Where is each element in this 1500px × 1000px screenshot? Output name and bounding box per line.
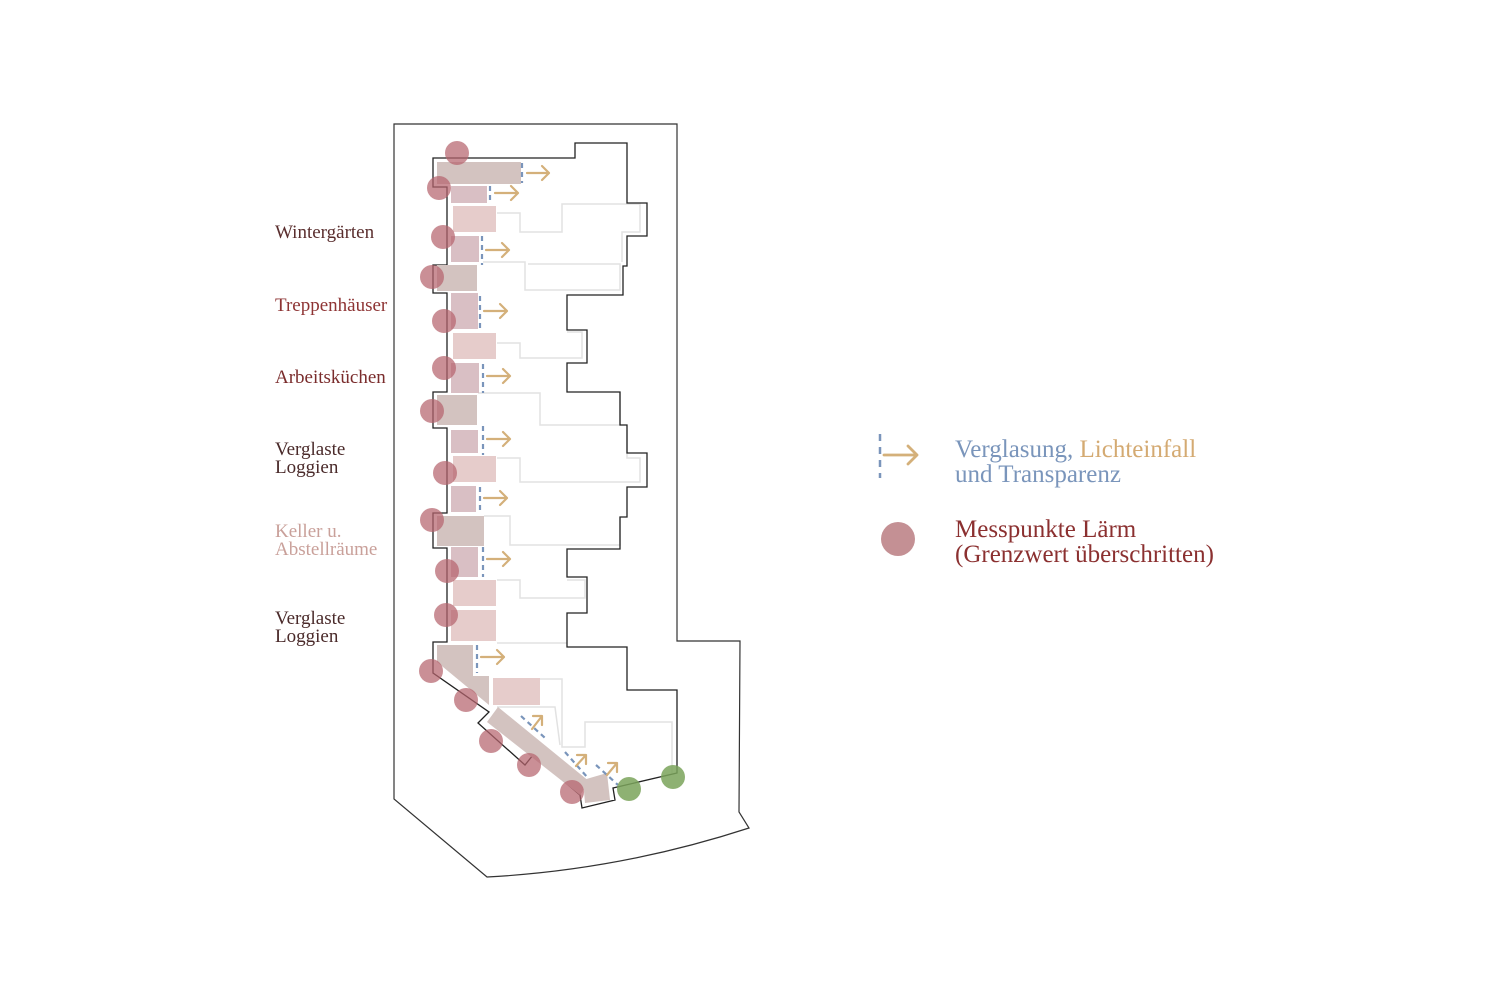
legend-glazing-text: Verglasung,: [955, 436, 1074, 463]
arrow-right-icon: [482, 302, 509, 320]
label-line: Loggien: [275, 626, 339, 647]
label-verglaste-loggien-2: Verglaste Loggien: [275, 608, 346, 647]
legend-glazing-line2: und Transparenz: [955, 461, 1121, 488]
zone-treppenhaus: [451, 186, 487, 203]
noise-point: [434, 603, 458, 627]
arrow-right-icon: [482, 489, 509, 507]
noise-point: [517, 753, 541, 777]
noise-point: [420, 399, 444, 423]
zone-keller: [437, 516, 484, 546]
zone-keller: [487, 707, 590, 795]
arrow-right-icon: [525, 164, 551, 182]
label-wintergaerten: Wintergärten: [275, 222, 375, 243]
noise-point: [445, 141, 469, 165]
arrow-right-icon: [484, 241, 511, 259]
noise-point: [420, 508, 444, 532]
zone-keller: [583, 773, 610, 803]
building-outline: [432, 142, 678, 809]
noise-point: [420, 265, 444, 289]
apartment-outlines: [478, 203, 673, 773]
legend-noise-line2: (Grenzwert überschritten): [955, 541, 1214, 568]
noise-point: [433, 461, 457, 485]
site-boundary: [393, 123, 750, 878]
label-arbeitskuechen: Arbeitsküchen: [275, 367, 386, 388]
arrow-right-icon: [493, 184, 520, 202]
arrow-right-icon: [485, 430, 512, 448]
arrow-diagonal-icon: [530, 714, 544, 731]
label-treppenhaeuser: Treppenhäuser: [275, 295, 388, 316]
quiet-point: [661, 765, 685, 789]
glazing-markers: [475, 163, 619, 786]
noise-point: [431, 225, 455, 249]
noise-point: [435, 559, 459, 583]
label-line: Loggien: [275, 457, 339, 478]
zone-keller: [437, 645, 489, 705]
legend-arrow-right-icon: [882, 444, 919, 466]
noise-point: [427, 176, 451, 200]
arrow-right-icon: [485, 550, 512, 568]
legend-light-text: Lichteinfall: [1079, 436, 1197, 463]
label-line: Verglaste: [275, 608, 346, 629]
legend-noise-point-icon: [881, 522, 915, 556]
arrow-right-icon: [479, 648, 506, 666]
noise-point: [479, 729, 503, 753]
arrow-diagonal-icon: [605, 761, 619, 777]
label-line: Keller u.: [275, 521, 342, 542]
zone-treppenhaus: [451, 236, 479, 262]
arrow-diagonal-icon: [574, 753, 588, 768]
label-verglaste-loggien-1: Verglaste Loggien: [275, 439, 346, 478]
quiet-points: [617, 765, 685, 801]
zone-loggia: [453, 206, 496, 232]
noise-point: [432, 309, 456, 333]
zone-treppenhaus: [451, 430, 478, 453]
noise-points: [419, 141, 584, 804]
label-line: Abstellräume: [275, 539, 378, 560]
noise-point: [454, 688, 478, 712]
arrow-right-icon: [485, 367, 512, 385]
noise-point: [432, 356, 456, 380]
zone-treppenhaus: [451, 486, 476, 512]
noise-point: [419, 659, 443, 683]
legend-noise: Messpunkte Lärm (Grenzwert überschritten…: [955, 517, 1214, 567]
label-keller: Keller u. Abstellräume: [275, 521, 378, 560]
light-arrows: [479, 164, 619, 777]
legend-noise-line1: Messpunkte Lärm: [955, 516, 1137, 543]
quiet-point: [617, 777, 641, 801]
noise-point: [560, 780, 584, 804]
zone-loggia: [451, 610, 496, 641]
zone-loggia: [453, 333, 496, 359]
zone-loggia: [453, 456, 496, 482]
zone-loggia: [493, 678, 540, 705]
zone-keller: [437, 162, 521, 184]
zones: [437, 162, 610, 803]
zone-loggia: [453, 580, 496, 606]
label-line: Verglaste: [275, 439, 346, 460]
legend-glazing: Verglasung, Lichteinfall und Transparenz: [955, 437, 1196, 487]
